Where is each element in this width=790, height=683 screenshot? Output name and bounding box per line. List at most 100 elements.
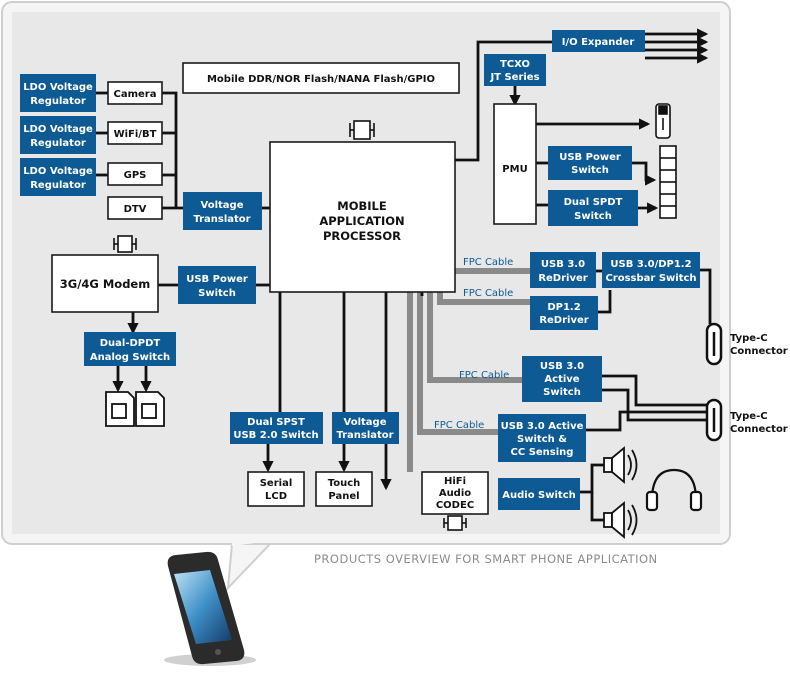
vt1-label-2: Translator — [193, 214, 250, 225]
ldo-regulator-1 — [20, 74, 96, 112]
crossbar-label-1: USB 3.0/DP1.2 — [610, 259, 691, 270]
audio-switch — [498, 478, 580, 510]
vt1-label-1: Voltage — [201, 200, 244, 211]
usbps2-label-2: Switch — [571, 165, 609, 176]
gps-block — [107, 162, 163, 186]
codec-label-3: CODEC — [436, 500, 474, 511]
wifi-label: WiFi/BT — [114, 129, 157, 140]
caption: PRODUCTS OVERVIEW FOR SMART PHONE APPLIC… — [314, 552, 658, 566]
camera-block — [107, 81, 163, 105]
spdt-label-2: Switch — [574, 211, 612, 222]
usb-power-switch-1 — [178, 266, 256, 304]
redriver-label-2: ReDriver — [538, 273, 587, 284]
usbps1-label-2: Switch — [198, 288, 236, 299]
active-label-2: Active — [544, 374, 579, 385]
dpdt-label-1: Dual-DPDT — [100, 338, 161, 349]
sim-card-icon — [105, 391, 135, 427]
audio-switch-label: Audio Switch — [502, 490, 576, 501]
map-label-1: MOBILE — [337, 199, 387, 213]
headphones-icon — [645, 468, 703, 512]
connector-strip-icon — [659, 145, 677, 219]
spdt-label-1: Dual SPDT — [564, 197, 623, 208]
usb-stick-icon — [655, 103, 671, 139]
codec-block — [421, 471, 489, 515]
dual-dpdt-switch — [84, 332, 176, 366]
ldo3-label-1: LDO Voltage — [23, 166, 93, 177]
fpc-label-4: FPC Cable — [434, 420, 484, 431]
io-expander — [552, 30, 645, 52]
dp-redriver — [530, 296, 598, 330]
speaker-icon — [603, 446, 638, 484]
active-label-3: Switch — [543, 387, 581, 398]
modem-block — [51, 254, 159, 313]
typec1-label-1: Type-C — [730, 333, 768, 344]
modem-label: 3G/4G Modem — [60, 277, 150, 291]
wifi-block — [107, 121, 163, 145]
io-expander-label: I/O Expander — [562, 37, 635, 48]
dp-label-2: ReDriver — [539, 315, 588, 326]
lcd-label-2: LCD — [265, 491, 287, 502]
map-block — [269, 141, 456, 293]
fpc-cables — [407, 268, 530, 472]
typec2-label-2: Connector — [730, 424, 788, 435]
ldo1-label-1: LDO Voltage — [23, 82, 93, 93]
touch-label-1: Touch — [328, 478, 361, 489]
touch-block — [315, 471, 373, 507]
tcxo-block — [484, 54, 546, 86]
speaker-icon — [603, 501, 638, 539]
lcd-block — [247, 471, 305, 507]
ldo2-label-2: Regulator — [30, 138, 86, 149]
dtv-label: DTV — [124, 204, 147, 215]
camera-label: Camera — [114, 89, 157, 100]
memory-block — [182, 62, 460, 94]
map-label-2: APPLICATION — [319, 214, 404, 228]
dp-label-1: DP1.2 — [547, 302, 580, 313]
sim-card-icon — [135, 391, 165, 427]
usb3-cc-sensing-switch — [498, 414, 586, 462]
ldo1-label-2: Regulator — [30, 96, 86, 107]
memory-label: Mobile DDR/NOR Flash/NANA Flash/GPIO — [207, 74, 435, 85]
dual-spdt-switch — [548, 190, 638, 226]
tcxo-label-1: TCXO — [500, 59, 530, 70]
active-label-1: USB 3.0 — [540, 361, 584, 372]
dtv-block — [107, 196, 163, 220]
usb-power-switch-2 — [548, 146, 632, 180]
vt2-label-2: Translator — [336, 430, 393, 441]
cc-label-1: USB 3.0 Active — [501, 421, 584, 432]
voltage-translator-2 — [332, 412, 399, 444]
redriver-label-1: USB 3.0 — [541, 259, 585, 270]
typec2-label-1: Type-C — [730, 411, 768, 422]
ldo-regulator-3 — [20, 158, 96, 196]
spst-label-1: Dual SPST — [247, 417, 305, 428]
ldo2-label-1: LDO Voltage — [23, 124, 93, 135]
smartphone-icon — [164, 551, 256, 666]
spst-label-2: USB 2.0 Switch — [233, 430, 318, 441]
crystal-icon — [443, 515, 467, 531]
fpc-label-2: FPC Cable — [463, 288, 513, 299]
lcd-label-1: Serial — [260, 478, 293, 489]
dpdt-label-2: Analog Switch — [90, 352, 170, 363]
crystal-icon — [113, 235, 137, 253]
gps-label: GPS — [124, 170, 147, 181]
touch-label-2: Panel — [328, 491, 359, 502]
ldo-regulator-2 — [20, 116, 96, 154]
crystal-icon — [349, 120, 375, 140]
map-label-3: PROCESSOR — [323, 229, 401, 243]
cc-label-3: CC Sensing — [511, 447, 574, 458]
dual-spst-switch — [230, 412, 323, 444]
codec-label-2: Audio — [439, 488, 471, 499]
usbps2-label-1: USB Power — [559, 152, 621, 163]
tcxo-label-2: JT Series — [489, 72, 539, 83]
usb3-active-switch — [522, 356, 602, 402]
pmu-block — [493, 103, 537, 225]
connections — [96, 28, 712, 522]
fpc-label-1: FPC Cable — [463, 257, 513, 268]
cc-label-2: Switch & — [517, 434, 567, 445]
codec-label-1: HiFi — [444, 476, 466, 487]
crossbar-label-2: Crossbar Switch — [605, 273, 696, 284]
voltage-translator-1 — [183, 192, 262, 230]
crossbar-switch — [602, 252, 700, 288]
pmu-label: PMU — [502, 164, 527, 175]
usb3-redriver — [530, 252, 596, 288]
